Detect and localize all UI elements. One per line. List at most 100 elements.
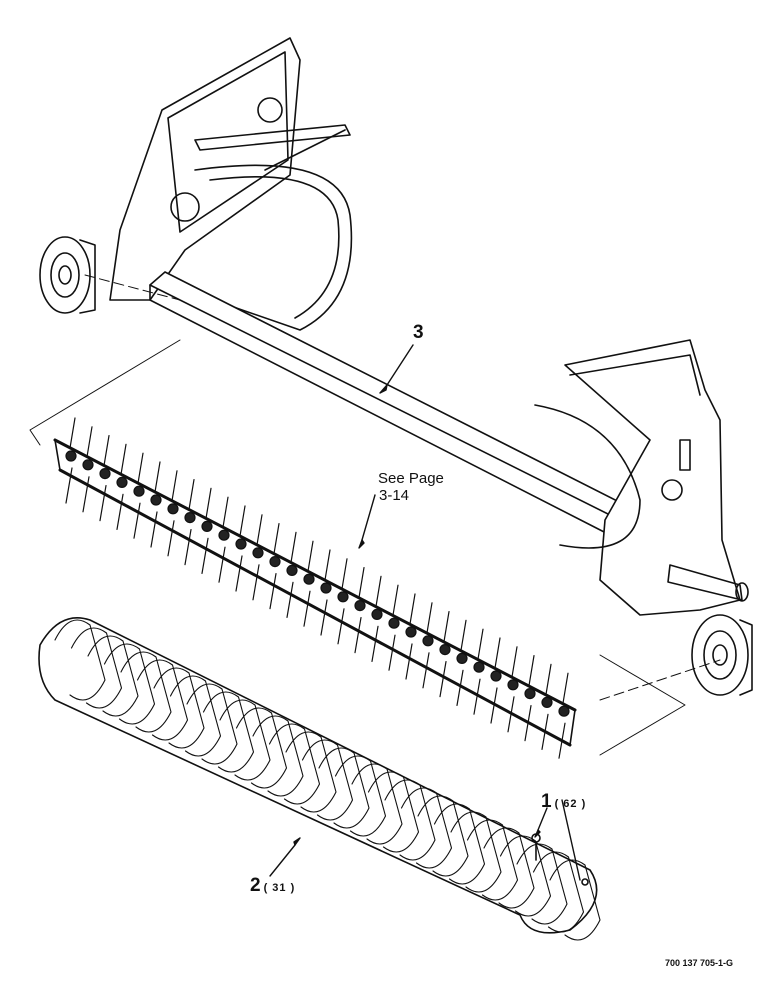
tine-hub: [541, 696, 553, 709]
tine: [235, 505, 246, 592]
wrapper-band: [499, 835, 552, 917]
wrapper-band: [54, 619, 106, 701]
tine-hub: [235, 538, 247, 550]
tine: [422, 602, 433, 689]
tine-hub: [286, 564, 298, 577]
tine: [473, 628, 484, 715]
tine: [490, 637, 501, 724]
tine: [133, 452, 144, 539]
callout-3-number: 3: [413, 322, 424, 343]
tine-hub: [558, 705, 570, 717]
see-page-reference: See Page 3-14: [378, 470, 444, 504]
reel-tine-bar-assembly: [53, 417, 577, 759]
figure-id: 700 137 705-1-G: [665, 958, 734, 968]
callout-2: 2( 31 ): [250, 876, 295, 895]
tine-hub: [252, 547, 264, 559]
tine: [354, 567, 365, 654]
wrapper-band: [367, 771, 420, 853]
tine-hub: [150, 494, 162, 506]
tine-hub: [473, 661, 485, 673]
wrapper-band: [153, 667, 205, 749]
left-bearing-flange: [39, 236, 96, 314]
wrapper-band: [400, 787, 453, 869]
wrapper-band: [103, 643, 156, 725]
callout-1: 1( 62 ): [541, 792, 586, 811]
tine-hub: [524, 687, 536, 700]
tine: [150, 461, 161, 548]
right-plate-hole: [661, 479, 683, 501]
callout-3: 3: [413, 323, 424, 342]
wrapper-band: [202, 691, 255, 773]
tine-hub: [269, 555, 281, 568]
see-page-label: See Page: [378, 470, 444, 487]
side-plate-bore: [170, 192, 200, 222]
see-page-number: 3-14: [379, 487, 410, 504]
tine: [218, 496, 229, 583]
tine-hub: [167, 503, 179, 515]
wrapper-band: [516, 843, 568, 925]
tine-hub: [405, 626, 417, 638]
wrapper-band: [417, 795, 469, 877]
tine-hub: [507, 679, 519, 691]
wrapper-band: [433, 803, 486, 885]
wrapper-band: [120, 651, 172, 733]
tine: [99, 435, 110, 522]
wrapper-band: [252, 715, 304, 797]
tine-hub: [371, 608, 383, 621]
tine-hub: [201, 520, 213, 533]
wrapper-band: [483, 827, 535, 909]
tine: [371, 575, 382, 662]
wrapper-band: [384, 779, 436, 861]
reference-planes: [29, 339, 686, 756]
wrapper-band-stack: [38, 616, 601, 941]
wrapper-band: [351, 763, 403, 845]
tine-hub: [354, 599, 366, 612]
tine: [320, 549, 331, 636]
callout-1-quantity: ( 62 ): [554, 798, 587, 810]
tine-hub: [337, 591, 349, 603]
header-frame: [109, 37, 749, 616]
tine: [507, 646, 518, 733]
wrapper-band: [136, 659, 189, 741]
tine: [388, 584, 399, 671]
wrapper-band: [318, 747, 370, 829]
tine-hub: [320, 582, 332, 594]
wrapper-band: [70, 627, 123, 709]
tine-hub: [82, 459, 94, 471]
wrapper-band: [186, 683, 238, 765]
wrapper-band: [334, 755, 387, 837]
tine: [337, 558, 348, 645]
wrapper-band: [219, 699, 271, 781]
tine: [439, 611, 450, 698]
callout-2-number: 2: [250, 875, 261, 896]
tine: [116, 443, 127, 530]
wrapper-band: [532, 851, 585, 933]
centerlines: [84, 274, 721, 701]
wrapper-band: [169, 675, 222, 757]
tine-hub: [439, 643, 451, 656]
callout-2-quantity: ( 31 ): [263, 882, 296, 894]
callout-1-number: 1: [541, 791, 552, 812]
tine-hub: [422, 635, 434, 647]
tine: [201, 487, 212, 574]
side-plate-hole: [257, 97, 283, 123]
tine: [269, 523, 280, 610]
wrapper-band: [301, 739, 354, 821]
wrapper-band: [285, 731, 337, 813]
tine-hub: [388, 617, 400, 629]
wrapper-band: [450, 811, 502, 893]
wrapper-band: [466, 819, 519, 901]
wrapper-band: [87, 635, 139, 717]
wrapper-band: [549, 859, 601, 941]
tine: [456, 619, 467, 706]
tine-hub: [303, 573, 315, 585]
tine: [558, 672, 569, 759]
tine-hub: [184, 511, 196, 524]
tine: [184, 479, 195, 566]
tine-hub: [456, 652, 468, 665]
wrapper-band: [268, 723, 321, 805]
tine: [65, 417, 76, 504]
tine-hub: [65, 450, 77, 462]
tine: [405, 593, 416, 680]
